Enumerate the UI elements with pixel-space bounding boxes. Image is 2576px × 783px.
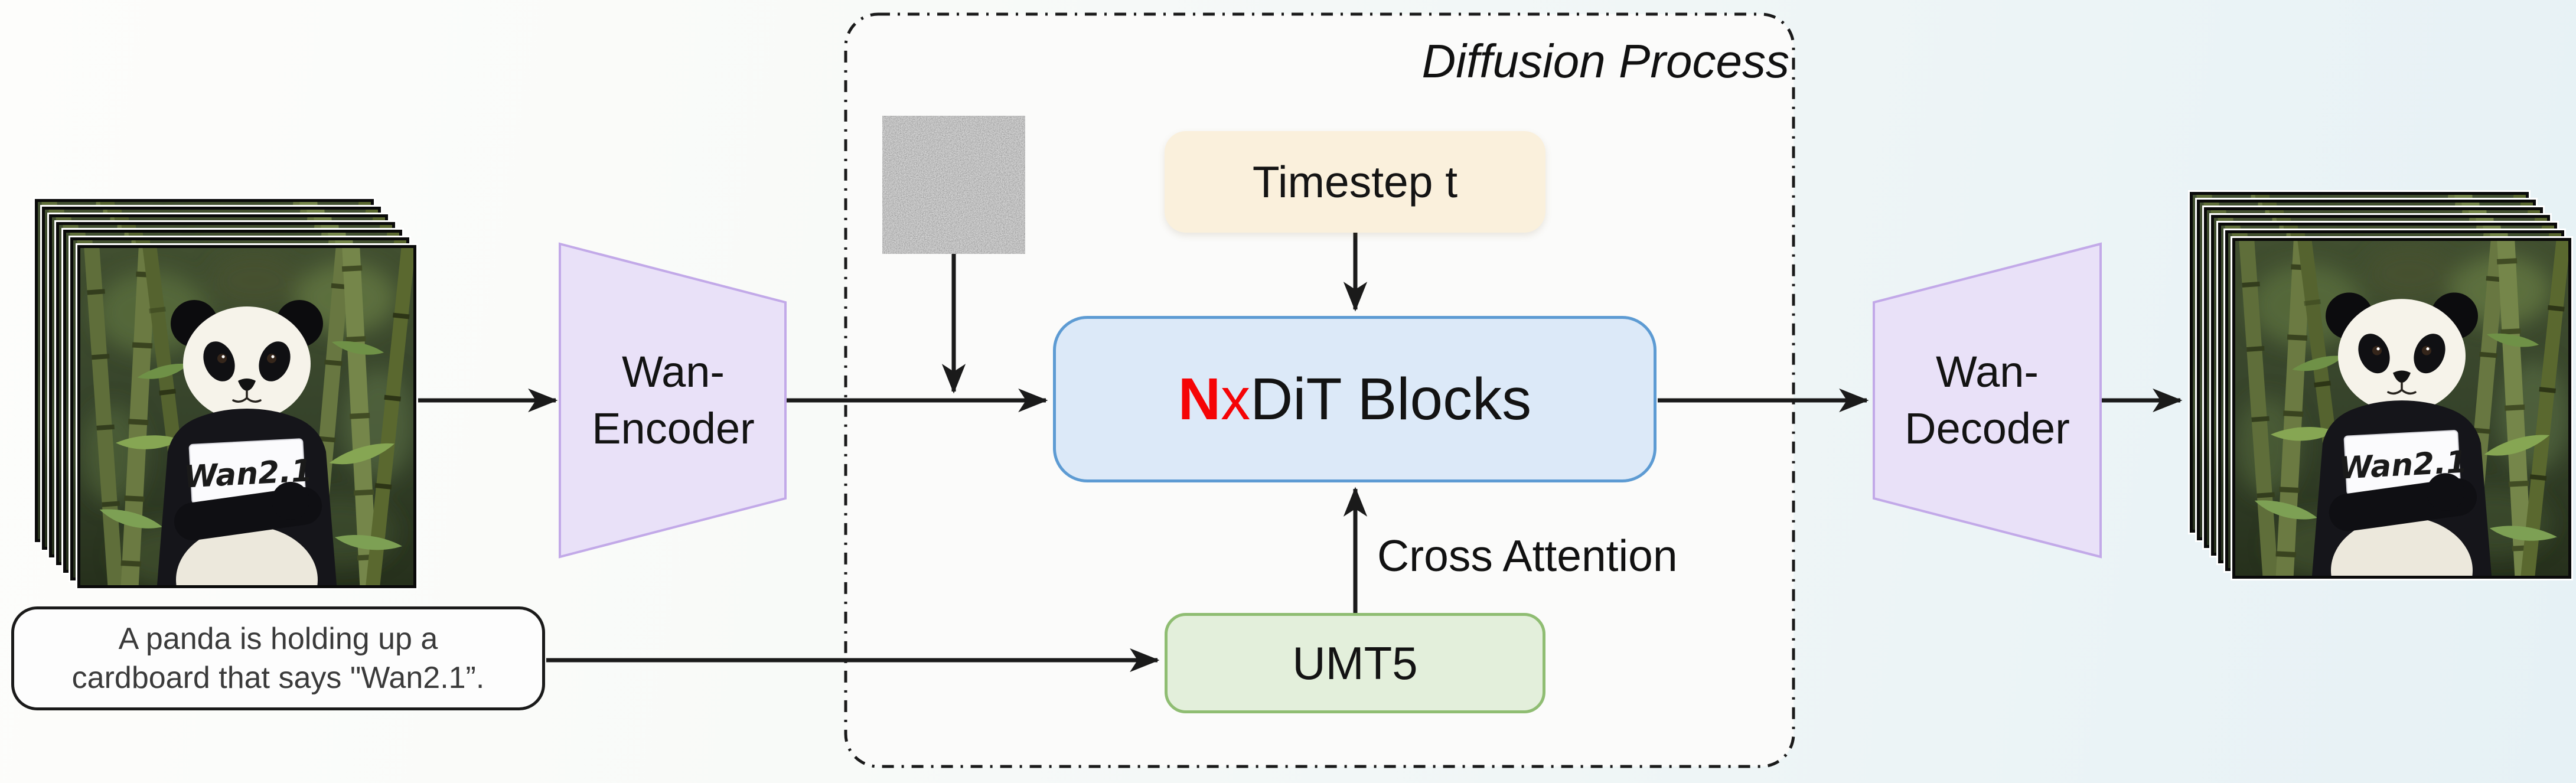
umt5-label: UMT5 (1292, 637, 1418, 689)
video-frame (2232, 238, 2571, 579)
video-frame (77, 245, 416, 588)
dit-label: DiT Blocks (1250, 366, 1532, 432)
timestep-label: Timestep t (1252, 157, 1458, 207)
cross-attention-label: Cross Attention (1377, 531, 1678, 580)
output-video-frames (2190, 192, 2572, 579)
input-video-frames (35, 199, 418, 589)
dit-n: N (1178, 366, 1221, 432)
wan-encoder-line1: Wan- (621, 347, 725, 396)
wan-decoder-shape (1873, 242, 2102, 559)
wan-decoder-line2: Decoder (1905, 403, 2070, 453)
wan-encoder-shape (559, 242, 787, 559)
prompt-box: A panda is holding up a cardboard that s… (11, 606, 545, 710)
wan-decoder-label: Wan- Decoder (1874, 242, 2101, 558)
panda-frame-image (80, 248, 413, 585)
timestep-box: Timestep t (1165, 131, 1545, 233)
wan-decoder-line1: Wan- (1935, 347, 2039, 396)
diffusion-process-title: Diffusion Process (1421, 35, 1789, 87)
panda-frame-image (2235, 241, 2568, 576)
prompt-line-2: cardboard that says "Wan2.1”. (71, 661, 485, 695)
wan-encoder-line2: Encoder (592, 403, 755, 453)
umt5-box: UMT5 (1165, 613, 1545, 713)
prompt-line-1: A panda is holding up a (118, 622, 438, 656)
noise-latent-image (882, 116, 1025, 254)
wan-encoder-label: Wan- Encoder (560, 242, 787, 558)
dit-blocks-box: N x DiT Blocks (1053, 316, 1657, 482)
dit-times: x (1221, 366, 1251, 432)
